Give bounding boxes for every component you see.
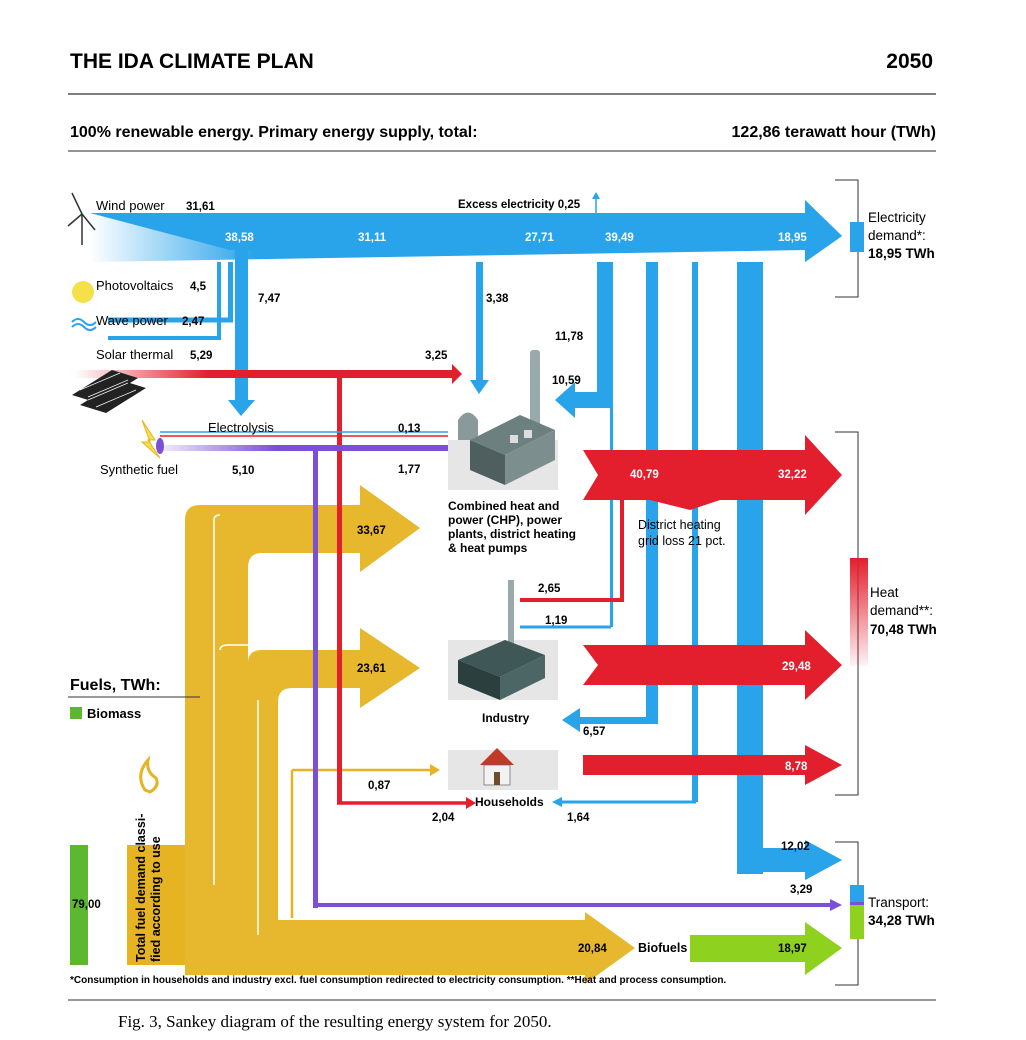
biofuel-arrow [690,922,842,975]
flow-18-97: 18,97 [778,943,807,955]
households-label: Households [475,795,544,809]
heat-demand-bar [850,558,868,666]
flow-0-87: 0,87 [368,780,390,792]
wind-turbine-icon [67,192,96,245]
flow-1-77: 1,77 [398,464,420,476]
pv-value: 4,5 [190,281,207,293]
biomass-label: Biomass [87,706,141,721]
flow-8-78: 8,78 [785,761,808,773]
flow-6-57: 6,57 [583,726,605,738]
heat-flows [75,364,842,809]
heat-demand-line2: demand**: [870,603,933,618]
chp-plant-icon [448,350,558,490]
flow-3-25: 3,25 [425,350,448,362]
footnote: *Consumption in households and industry … [70,975,726,986]
synthetic-flows [160,431,842,911]
sun-icon [72,281,94,303]
excess-electricity-label: Excess electricity 0,25 [458,199,581,211]
flow-0-13: 0,13 [398,423,420,435]
biomass-bar [70,845,88,965]
industry-label: Industry [482,711,530,725]
flow-2-65: 2,65 [538,583,561,595]
heat-demand-line1: Heat [870,585,899,600]
flow-40-79: 40,79 [630,469,659,481]
fuel-vertical-label-1: Total fuel demand classi- [134,814,148,962]
synthetic-fuel-value: 5,10 [232,465,254,477]
electrolysis-label: Electrolysis [208,420,274,435]
house-icon [448,748,558,790]
fuels-title: Fuels, TWh: [70,677,161,694]
fuel-total-value: 79,00 [72,899,101,911]
solar-thermal-label: Solar thermal [96,347,173,362]
chp-label-1: Combined heat and [448,499,559,513]
elec-demand-line2: demand*: [868,228,926,243]
flow-18-95: 18,95 [778,232,807,244]
wave-icon [71,318,97,331]
fuel-separators [213,514,259,935]
wave-label: Wave power [96,313,168,328]
synthetic-fuel-label: Synthetic fuel [100,462,178,477]
heat-demand-line3: 70,48 TWh [870,622,937,637]
subtitle: 100% renewable energy. Primary energy su… [70,124,478,141]
fuel-flows [185,485,635,984]
flow-7-47: 7,47 [258,293,280,305]
solar-panel-icon [72,370,146,413]
flow-11-78: 11,78 [555,331,584,343]
flow-1-64: 1,64 [567,812,590,824]
figure-caption: Fig. 3, Sankey diagram of the resulting … [118,1012,552,1031]
dh-loss-label-1: District heating [638,518,721,532]
flow-23-61: 23,61 [357,663,386,675]
pv-label: Photovoltaics [96,278,174,293]
lightning-icon [140,419,164,459]
solar-thermal-value: 5,29 [190,350,212,362]
transport-bar-bio [850,905,864,939]
flow-29-48: 29,48 [782,661,811,673]
elec-demand-bar [850,222,864,252]
flow-33-67: 33,67 [357,525,386,537]
flow-10-59: 10,59 [552,375,581,387]
elec-demand-line1: Electricity [868,210,926,225]
dh-loss-label-2: grid loss 21 pct. [638,534,726,548]
wind-value: 31,61 [186,201,215,213]
wave-value: 2,47 [182,316,204,328]
fuel-vertical-label-2: fied according to use [149,836,163,962]
biofuels-label: Biofuels [638,941,687,955]
flow-39-49: 39,49 [605,232,634,244]
flow-1-19: 1,19 [545,615,567,627]
transport-bar-syn [850,902,864,905]
fuel-total-bar [127,845,185,965]
flow-12-02: 12,02 [781,841,810,853]
industry-icon [448,580,558,700]
total-supply: 122,86 terawatt hour (TWh) [732,124,936,141]
wind-label: Wind power [96,198,165,213]
page-title: THE IDA CLIMATE PLAN [70,50,314,73]
flow-32-22: 32,22 [778,469,807,481]
flow-3-29: 3,29 [790,884,812,896]
chp-label-2: power (CHP), power [448,513,562,527]
elec-demand-line3: 18,95 TWh [868,246,935,261]
biomass-swatch [70,707,82,719]
flow-27-71: 27,71 [525,232,554,244]
flow-20-84: 20,84 [578,943,607,955]
transport-bar-elec [850,885,864,902]
transport-line1: Transport: [868,895,929,910]
flow-2-04: 2,04 [432,812,455,824]
flow-31-11: 31,11 [358,232,387,244]
transport-line2: 34,28 TWh [868,913,935,928]
chp-label-4: & heat pumps [448,541,528,555]
flow-38-58: 38,58 [225,232,254,244]
flame-icon [139,754,159,794]
flow-3-38: 3,38 [486,293,509,305]
chp-label-3: plants, district heating [448,527,576,541]
year-label: 2050 [886,50,933,73]
